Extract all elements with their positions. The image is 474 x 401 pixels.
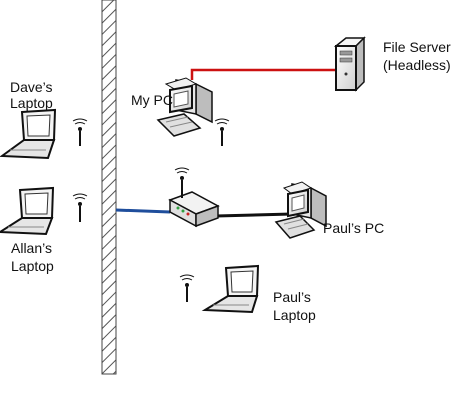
- connections: [115, 68, 336, 218]
- allan-laptop-label-line2: Laptop: [11, 258, 54, 274]
- pauls-laptop-label-line2: Laptop: [273, 307, 316, 323]
- dave-laptop: Dave’s Laptop: [0, 79, 88, 160]
- antenna-icon: [72, 118, 88, 146]
- connection-wall-router: [115, 208, 171, 214]
- my-pc-label: My PC: [131, 92, 173, 108]
- dave-laptop-label-line1: Dave’s: [10, 79, 53, 95]
- router: [168, 167, 220, 228]
- pauls-pc: Paul’s PC: [274, 181, 384, 239]
- laptop-icon: [0, 186, 55, 236]
- wall: [101, 0, 117, 375]
- pauls-laptop: Paul’s Laptop: [179, 264, 316, 323]
- pauls-pc-label: Paul’s PC: [323, 220, 384, 236]
- antenna-icon: [179, 274, 195, 302]
- connection-router-paulspc: [215, 212, 293, 218]
- pauls-laptop-label-line1: Paul’s: [273, 289, 311, 305]
- file-server-label-line1: File Server: [383, 39, 451, 55]
- dave-laptop-label-line2: Laptop: [10, 95, 53, 111]
- wireless-router-icon: [168, 167, 220, 228]
- my-pc: My PC: [131, 77, 230, 146]
- server-tower-icon: [333, 36, 366, 92]
- desktop-pc-icon: [274, 181, 327, 239]
- file-server: File Server (Headless): [333, 36, 451, 92]
- laptop-icon: [201, 264, 260, 314]
- antenna-icon: [72, 193, 88, 222]
- allan-laptop: Allan’s Laptop: [0, 186, 88, 274]
- allan-laptop-label-line1: Allan’s: [11, 240, 52, 256]
- laptop-icon: [0, 108, 57, 160]
- file-server-label-line2: (Headless): [383, 57, 451, 73]
- connection-mypc-fileserver: [190, 68, 336, 80]
- antenna-icon: [214, 118, 230, 146]
- desktop-pc-icon: [156, 77, 213, 137]
